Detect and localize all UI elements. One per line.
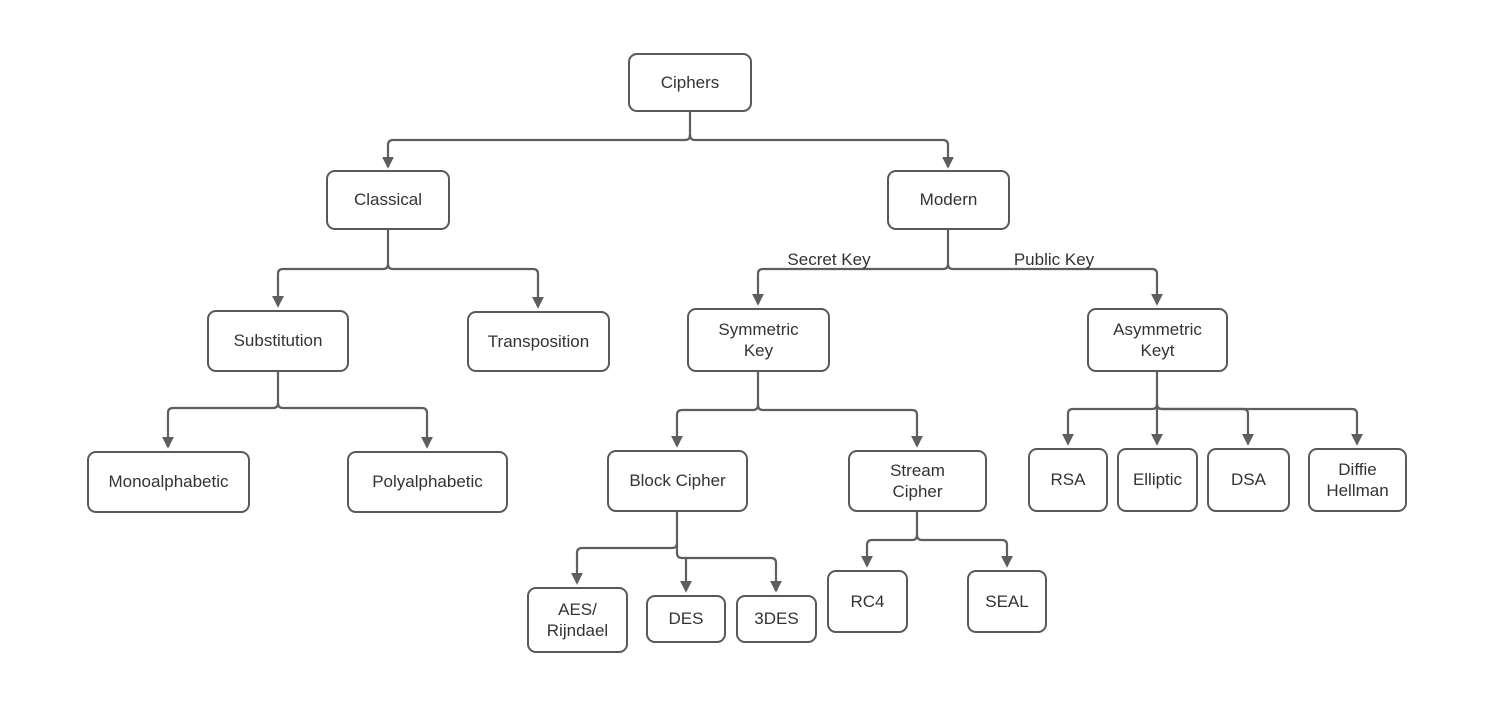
node-classical: Classical [326,170,450,230]
node-elliptic: Elliptic [1117,448,1198,512]
edge-substitution-monoalphabetic [162,402,280,449]
node-aes-rijndael: AES/ Rijndael [527,587,628,653]
node-ciphers: Ciphers [628,53,752,112]
node-block-cipher: Block Cipher [607,450,748,512]
edge-label-secret-key: Secret Key [787,250,871,269]
node-diffie-hellman: Diffie Hellman [1308,448,1407,512]
edge-classical-substitution [272,263,390,308]
node-stream-cipher: Stream Cipher [848,450,987,512]
edge-ciphers-classical [382,134,692,169]
edge-block-cipher-aes-rijndael [571,542,679,585]
edge-asymmetric-keyt-diffie-hellman [1155,403,1363,446]
edge-substitution-polyalphabetic [276,402,433,449]
node-asymmetric-keyt: Asymmetric Keyt [1087,308,1228,372]
node-symmetric-key: Symmetric Key [687,308,830,372]
edge-modern-asymmetric-keyt [946,263,1163,306]
edge-asymmetric-keyt-rsa [1062,403,1159,446]
edge-ciphers-modern [688,134,954,169]
node-rsa: RSA [1028,448,1108,512]
node-substitution: Substitution [207,310,349,372]
node-rc4: RC4 [827,570,908,633]
node-des: DES [646,595,726,643]
edge-stream-cipher-rc4 [861,534,919,568]
node-transposition: Transposition [467,311,610,372]
node-polyalphabetic: Polyalphabetic [347,451,508,513]
edge-label-public-key: Public Key [1013,250,1095,269]
node-3des: 3DES [736,595,817,643]
node-dsa: DSA [1207,448,1290,512]
edge-symmetric-key-stream-cipher [756,404,923,448]
node-monoalphabetic: Monoalphabetic [87,451,250,513]
edge-stream-cipher-seal [915,534,1013,568]
edge-symmetric-key-block-cipher [671,404,760,448]
edge-classical-transposition [386,263,544,309]
edge-block-cipher-3des [675,552,782,593]
node-modern: Modern [887,170,1010,230]
node-seal: SEAL [967,570,1047,633]
